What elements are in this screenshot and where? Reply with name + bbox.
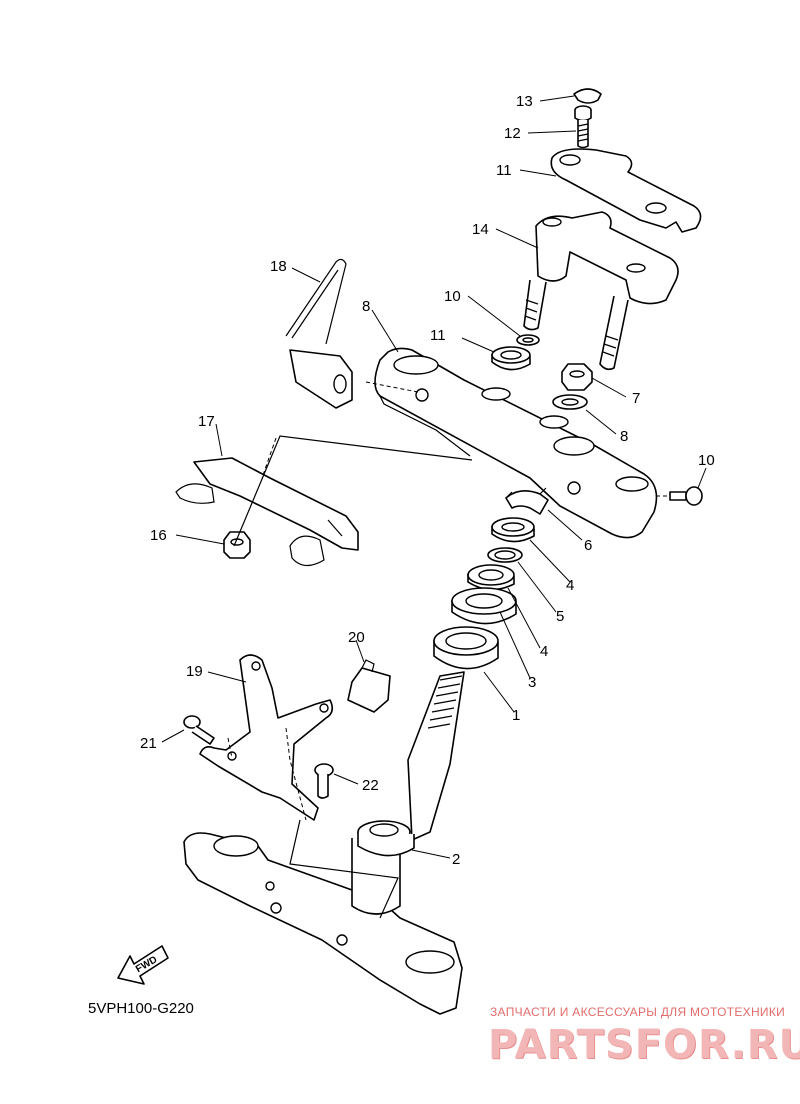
callout-2: 2 xyxy=(452,851,460,868)
part-16-lower-holder xyxy=(523,211,679,371)
part-18-hose-holder xyxy=(175,457,359,567)
part-4-ring-nut-lower xyxy=(467,564,515,591)
callout-22: 21 xyxy=(140,735,157,752)
callout-21: 20 xyxy=(348,629,365,646)
part-4-ring-nut-upper xyxy=(491,517,535,543)
callout-14: 12 xyxy=(504,125,521,142)
watermark-logo: PARTSFOR.RU xyxy=(488,1022,800,1068)
callout-6: 6 xyxy=(584,537,592,554)
part-12-washer xyxy=(516,334,540,346)
callout-15: 13 xyxy=(516,93,533,110)
part-8-washer xyxy=(552,394,588,410)
part-19-clip xyxy=(285,258,353,409)
callout-labels: 13 12 11 14 10 11 8 18 17 16 7 8 10 6 4 … xyxy=(140,93,715,868)
callout-4-upper: 4 xyxy=(566,577,574,594)
diagram-code: 5VPH100-G220 xyxy=(88,1000,194,1017)
part-10-bolt xyxy=(669,486,703,506)
callout-16: 14 xyxy=(472,221,489,238)
part-20-stay xyxy=(199,654,334,821)
part-22-bolt xyxy=(183,715,215,745)
callout-13: 11 xyxy=(496,162,512,179)
part-14-bolt xyxy=(574,105,592,149)
callout-17: 16 xyxy=(150,527,167,544)
part-17-nut xyxy=(223,531,251,559)
part-23-bolt xyxy=(314,763,334,799)
part-21-bracket xyxy=(347,659,391,713)
callout-20: 19 xyxy=(186,663,203,680)
callout-12: 10 xyxy=(444,288,461,305)
part-5-washer xyxy=(487,547,523,563)
callout-8: 8 xyxy=(620,428,628,445)
part-11-damper xyxy=(491,346,531,371)
assembly-lines xyxy=(227,381,670,919)
callout-9: 8 xyxy=(362,298,370,315)
callout-18: 17 xyxy=(198,413,215,430)
part-3-dust-seal xyxy=(451,587,517,625)
callout-3: 3 xyxy=(528,674,536,691)
part-7-nut xyxy=(561,363,593,391)
fwd-arrow-icon: FWD xyxy=(117,945,169,985)
part-6-lock-washer xyxy=(505,487,549,515)
callout-19: 18 xyxy=(270,258,287,275)
part-15-cap xyxy=(573,88,602,104)
part-9-upper-bracket xyxy=(374,347,658,539)
part-2-lower-bracket-stem xyxy=(183,671,465,1015)
part-13-upper-holder xyxy=(550,148,702,233)
callout-1: 1 xyxy=(512,707,520,724)
callout-23: 22 xyxy=(362,777,379,794)
part-1-bearing xyxy=(433,626,499,670)
leader-lines xyxy=(161,95,707,859)
callout-11: 11 xyxy=(430,327,446,344)
watermark-tagline: ЗАПЧАСТИ И АКСЕССУАРЫ ДЛЯ МОТОТЕХНИКИ xyxy=(490,1005,786,1019)
callout-5: 5 xyxy=(556,608,564,625)
callout-4-lower: 4 xyxy=(540,643,548,660)
callout-10: 10 xyxy=(698,452,715,469)
callout-7: 7 xyxy=(632,390,640,407)
